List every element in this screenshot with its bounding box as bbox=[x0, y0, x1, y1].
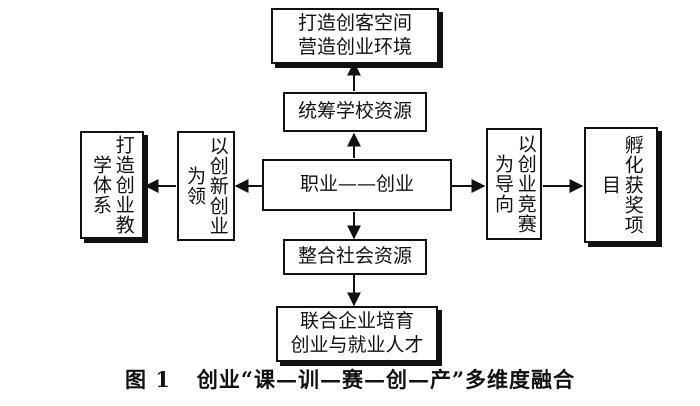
node-right-compete: 以创业竞赛为导向 bbox=[486, 128, 542, 240]
figure-title: 创业“课—训—赛—创—产”多维度融合 bbox=[196, 367, 576, 392]
node-integrate-label: 整合社会资源 bbox=[297, 245, 412, 268]
node-coordinate-label: 统筹学校资源 bbox=[297, 100, 412, 123]
node-right-compete-label: 以创业竞赛为导向 bbox=[492, 134, 537, 234]
node-center: 职业——创业 bbox=[262, 159, 452, 211]
node-left-system-label: 打造创业教学体系 bbox=[90, 135, 135, 235]
node-bottom: 联合企业培育 创业与就业人才 bbox=[276, 306, 438, 362]
node-left-system: 打造创业教学体系 bbox=[80, 131, 144, 239]
node-left-lead-label: 以创新创业为领 bbox=[184, 136, 229, 236]
node-center-label: 职业——创业 bbox=[299, 173, 414, 196]
node-top: 打造创客空间 营造创业环境 bbox=[271, 8, 439, 64]
node-top-label: 打造创客空间 营造创业环境 bbox=[297, 12, 412, 58]
figure-number: 图 1 bbox=[124, 367, 171, 392]
node-bottom-label: 联合企业培育 创业与就业人才 bbox=[290, 310, 424, 356]
node-right-project: 孵化获奖项目 bbox=[584, 127, 658, 243]
figure-caption: 图 1 创业“课—训—赛—创—产”多维度融合 bbox=[0, 364, 700, 394]
node-left-lead: 以创新创业为领 bbox=[177, 131, 235, 241]
node-coordinate: 统筹学校资源 bbox=[283, 92, 427, 132]
node-integrate: 整合社会资源 bbox=[283, 239, 427, 275]
node-right-project-label: 孵化获奖项目 bbox=[599, 135, 644, 235]
